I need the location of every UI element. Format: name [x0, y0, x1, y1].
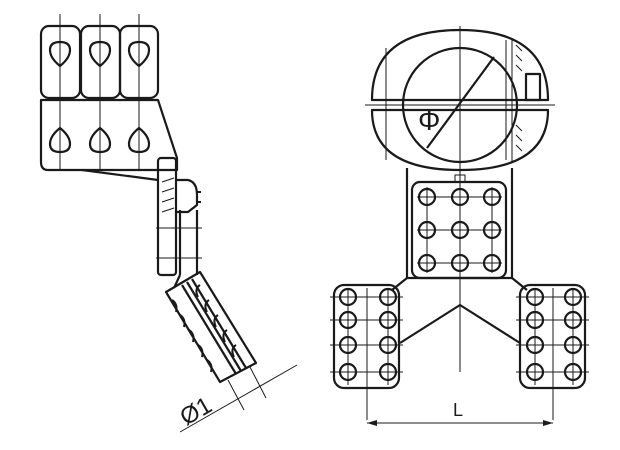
- clamp-head: Φ: [365, 26, 555, 372]
- diameter-dimension-side: Ø1: [176, 364, 298, 433]
- length-label: L: [453, 400, 463, 420]
- diameter-label-side: Ø1: [176, 392, 217, 431]
- clamp-body-side: [156, 156, 202, 277]
- side-view: Ø1: [39, 14, 298, 433]
- front-view: Φ: [330, 26, 589, 426]
- angled-terminal-pad: [164, 270, 258, 384]
- diameter-label-front: Φ: [418, 105, 440, 136]
- clamp-body-front: [391, 168, 528, 344]
- left-terminal-pad: [330, 283, 403, 420]
- length-dimension: L: [367, 400, 553, 426]
- lower-terminal-block: [39, 14, 179, 182]
- right-terminal-pad: [516, 283, 589, 420]
- center-pad-holes: [417, 187, 502, 273]
